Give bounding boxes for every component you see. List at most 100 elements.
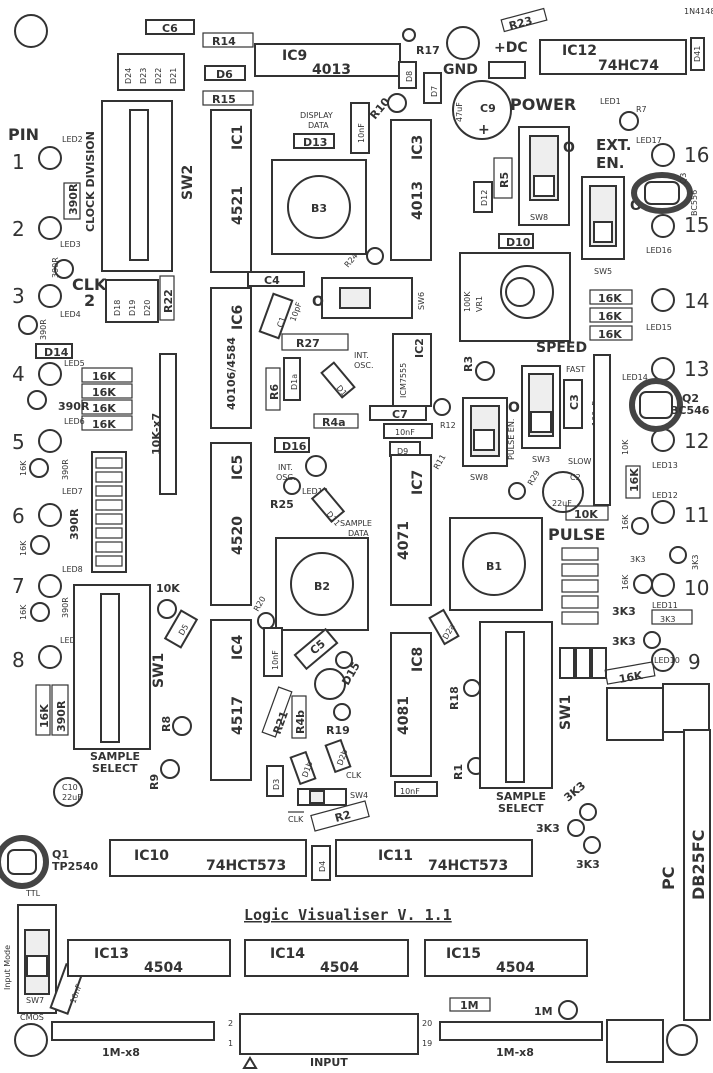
resistor-16k	[625, 465, 641, 499]
ic7-label: IC7	[410, 470, 426, 495]
sw8-mid-actuator	[473, 429, 495, 451]
board-title: Logic Visualiser V. 1.1	[244, 906, 452, 924]
ic5-part: 4520	[230, 516, 246, 555]
r390-small: 390R	[39, 319, 48, 340]
led12-label: LED12	[652, 491, 678, 500]
r16k-small: 16K	[19, 540, 28, 556]
pad	[475, 361, 495, 381]
resistor	[561, 611, 599, 625]
resistor-small	[575, 647, 591, 679]
r9-label: R9	[148, 774, 161, 790]
resistor-r5	[493, 157, 513, 199]
bargraph-segments	[95, 457, 123, 567]
switch-sw1-right	[479, 621, 553, 789]
resistor-16k	[81, 383, 133, 399]
r7-pad	[619, 111, 639, 131]
resistor	[561, 563, 599, 577]
ic13-label: IC13	[94, 946, 129, 962]
diode-d16	[274, 437, 310, 453]
led8-label: LED8	[62, 565, 83, 574]
led4-label: LED4	[60, 310, 81, 319]
int-osc-2: OSC.	[354, 361, 374, 370]
r390-label: 390R	[58, 400, 90, 413]
led-right	[651, 428, 675, 452]
resistor-1m	[449, 997, 491, 1012]
d21-label: D21	[169, 68, 178, 84]
ic10-label: IC10	[134, 848, 169, 864]
sw8-mid-label: SW8	[470, 473, 488, 482]
diode-array-d18-d20	[105, 279, 159, 323]
r16k-small: 16K	[19, 460, 28, 476]
d22-label: D22	[154, 68, 163, 84]
q2-label: Q2	[682, 392, 699, 405]
power-label: POWER	[510, 95, 576, 114]
resistor-r2	[310, 800, 370, 832]
r10k-x7-label: 10K-x7	[150, 413, 163, 455]
r7-label: R7	[636, 105, 647, 114]
ic1-outline	[210, 109, 252, 273]
ic9-outline	[254, 43, 401, 77]
c9-label: C9	[480, 102, 496, 115]
r17-label: R17	[416, 44, 440, 57]
r16k-small: 16K	[19, 604, 28, 620]
sample-data-2: DATA	[348, 529, 369, 538]
led5-label: LED5	[64, 359, 85, 368]
sw5-label: SW5	[594, 267, 612, 276]
led1-label: LED1	[600, 97, 621, 106]
capacitor-c9	[452, 80, 512, 140]
r8-label: R8	[160, 716, 173, 732]
c2-value: 22uF	[552, 499, 572, 508]
r10k: 10K	[574, 508, 598, 521]
ic8-outline	[390, 632, 432, 777]
led-right	[651, 648, 675, 672]
ic5-label: IC5	[230, 455, 246, 480]
d24-label: D24	[124, 68, 133, 84]
q1-label: Q1	[52, 848, 69, 861]
r29-label: R29	[526, 469, 542, 487]
ic15-part: 4504	[496, 960, 535, 976]
b3-cap	[287, 175, 351, 239]
pin-2-marker: 2	[228, 1019, 233, 1028]
c10nf: 10nF	[395, 428, 415, 437]
sw2-label: SW2	[180, 165, 196, 200]
r16k: 16K	[598, 292, 622, 305]
pin-9: 9	[688, 650, 701, 674]
d4-label: D4	[318, 861, 327, 872]
capacitor-c6	[145, 19, 195, 35]
sw8-zero: O	[563, 140, 575, 156]
pad	[30, 602, 50, 622]
ic10-part: 74HCT573	[206, 858, 286, 874]
pin-4: 4	[12, 362, 25, 386]
capacitor-10nf-c7	[383, 423, 433, 439]
int-osc-1b: INT.	[278, 463, 293, 472]
d9-label: D9	[397, 447, 408, 456]
led-right	[651, 288, 675, 312]
mounting-hole	[14, 1023, 48, 1057]
c10-label: C10	[62, 783, 78, 792]
segment	[95, 527, 123, 539]
pin-8: 8	[12, 648, 25, 672]
pad	[333, 703, 351, 721]
pad	[30, 535, 50, 555]
gnd-label: GND	[443, 62, 478, 78]
db25-shell-bottom	[606, 1019, 664, 1063]
transistor-q1	[7, 849, 37, 875]
pad	[172, 716, 192, 736]
left-led-column: LED2 LED3 LED4 LED5 LED6 LED7 LED8 LED9	[38, 135, 85, 669]
sw8-actuator	[533, 175, 555, 197]
r16k: 16K	[628, 468, 641, 492]
vr1-value: 100K	[463, 291, 472, 312]
sw4-label: SW4	[350, 791, 368, 800]
ic2-outline	[392, 333, 432, 407]
capacitor-c1	[258, 292, 294, 340]
db25-flange-top	[662, 683, 710, 733]
diode-d1a	[283, 357, 301, 401]
diode-d8	[398, 61, 417, 89]
r3k3: 3K3	[576, 858, 600, 871]
slow-label: SLOW	[568, 457, 592, 466]
onem-x8-left: 1M-x8	[102, 1046, 140, 1059]
sw6-label: SW6	[417, 292, 426, 310]
diode-d6	[204, 65, 246, 81]
ic11-outline	[335, 839, 533, 877]
r4b-label: R4b	[294, 710, 307, 734]
